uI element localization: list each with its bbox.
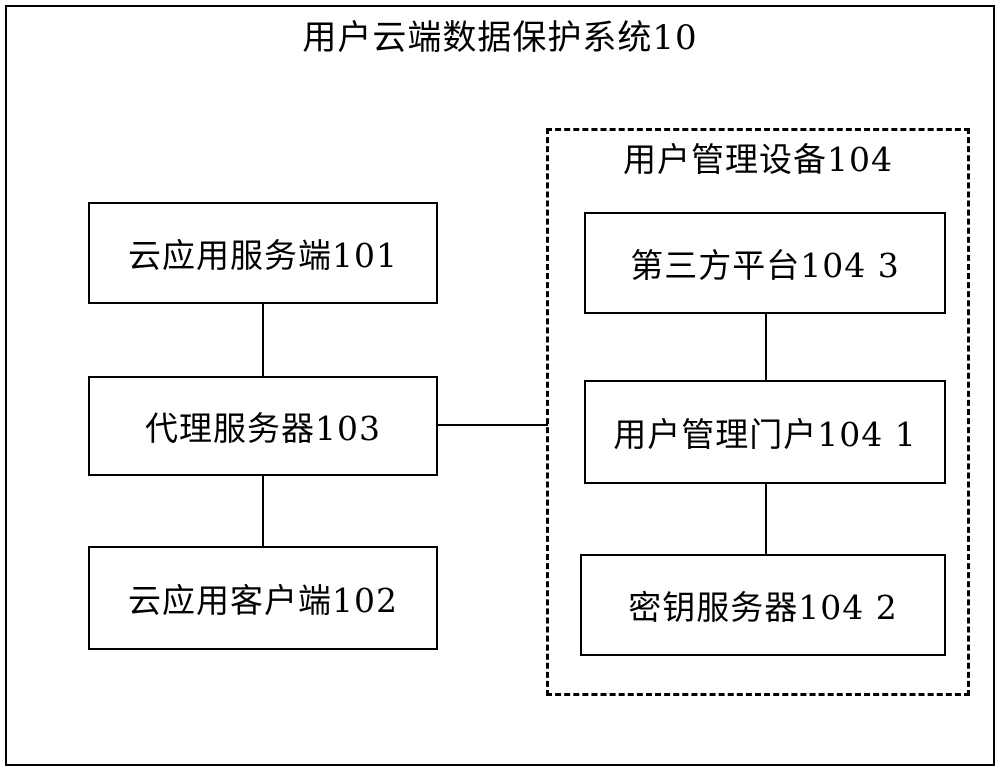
connector-thirdparty-portal bbox=[765, 314, 767, 380]
diagram-title: 用户云端数据保护系统10 bbox=[302, 18, 698, 58]
node-third-party-platform: 第三方平台104 3 bbox=[584, 212, 946, 314]
connector-portal-keyserver bbox=[765, 484, 767, 554]
node-cloud-server: 云应用服务端101 bbox=[88, 202, 438, 304]
connector-proxy-client bbox=[262, 476, 264, 546]
node-proxy-server: 代理服务器103 bbox=[88, 376, 438, 476]
connector-server-proxy bbox=[262, 304, 264, 376]
group-user-management-device bbox=[546, 128, 970, 696]
node-cloud-client: 云应用客户端102 bbox=[88, 546, 438, 650]
node-user-portal: 用户管理门户104 1 bbox=[584, 380, 946, 484]
group-label: 用户管理设备104 bbox=[623, 140, 893, 179]
node-key-server: 密钥服务器104 2 bbox=[580, 554, 946, 656]
connector-proxy-group bbox=[438, 424, 548, 426]
